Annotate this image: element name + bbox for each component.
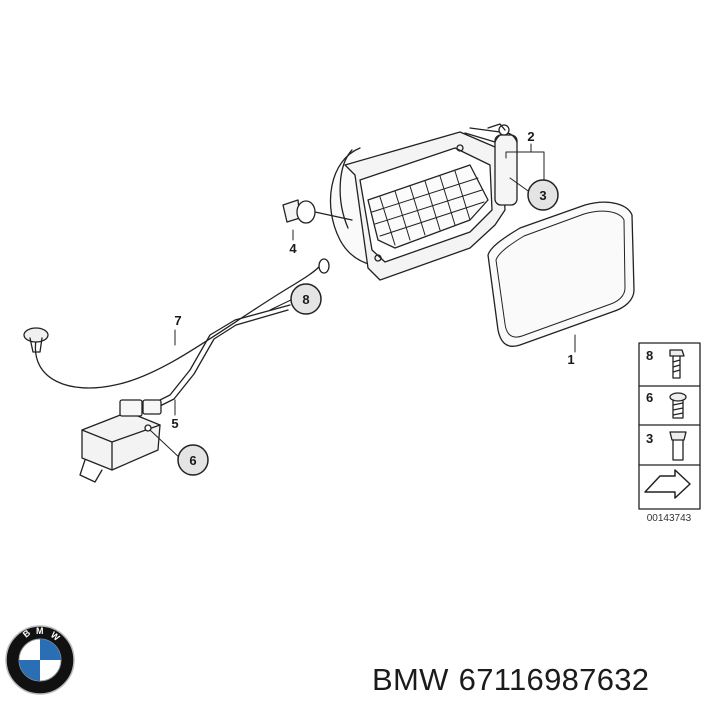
hardware-legend	[638, 342, 701, 510]
brand-name: BMW	[372, 662, 449, 697]
reference-code: 00143743	[647, 513, 692, 524]
callout-8: 8	[302, 292, 309, 307]
rubber-plug	[282, 199, 353, 224]
svg-text:B: B	[21, 627, 33, 639]
bmw-logo-icon: B M W	[5, 625, 75, 695]
callout-1: 1	[567, 352, 574, 367]
callout-3: 3	[539, 188, 546, 203]
actuator-rod	[149, 304, 291, 410]
legend-label-6: 6	[646, 390, 653, 405]
callout-2: 2	[527, 129, 534, 144]
callout-markers	[177, 179, 559, 476]
callout-5: 5	[171, 416, 178, 431]
filler-housing	[329, 123, 518, 281]
part-number: 67116987632	[458, 662, 650, 697]
fuel-flap-actuator	[79, 399, 162, 483]
fuel-flap-cover	[487, 201, 635, 347]
callout-7: 7	[174, 313, 181, 328]
callout-6: 6	[189, 453, 196, 468]
svg-text:M: M	[36, 626, 44, 636]
callout-4: 4	[289, 241, 297, 256]
legend-label-3: 3	[646, 431, 653, 446]
leader-lines	[149, 143, 576, 461]
emergency-release-cable	[23, 258, 330, 389]
part-caption: BMW 67116987632	[372, 662, 659, 698]
legend-label-8: 8	[646, 348, 653, 363]
